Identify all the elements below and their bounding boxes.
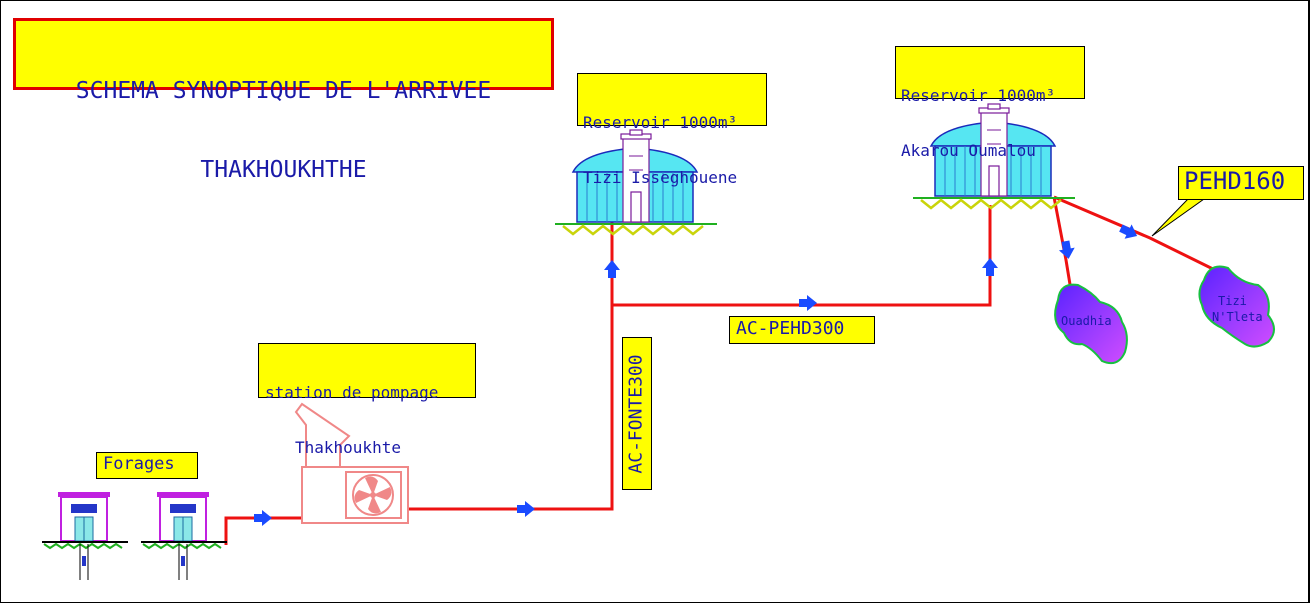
diagram-title: SCHEMA SYNOPTIQUE DE L'ARRIVEE THAKHOUKH…	[13, 18, 554, 183]
pumping-station	[294, 402, 409, 524]
pipe-pehd300-label: AC-PEHD300	[729, 316, 875, 344]
village-ouadhia-label: Ouadhia	[1061, 314, 1112, 328]
boreholes-label: Forages	[96, 452, 198, 479]
village-tizi-ntleta: Tizi N'Tleta	[1198, 265, 1275, 348]
fan-icon	[354, 476, 392, 514]
diagram-title-line2: THAKHOUKHTHE	[200, 157, 367, 184]
pumping-station-name: Thakhoukhte	[295, 437, 401, 457]
pipe-fonte300-label: AC-FONTE300	[622, 337, 652, 490]
village-ouadhia: Ouadhia	[1054, 283, 1128, 365]
reservoir-2-label: Reservoir 1000m³ Akarou Oumalou	[895, 46, 1085, 160]
pipe-boreholes-to-station	[224, 516, 302, 545]
reservoir-1-label: Reservoir 1000m³ Tizi Isseghouene	[577, 73, 767, 187]
pipe-pehd160-label: PEHD160	[1178, 166, 1304, 200]
reservoir-1-name: Tizi Isseghouene	[583, 167, 738, 187]
pipe-pehd300	[612, 205, 992, 307]
village-tizi-ntleta-label-2: N'Tleta	[1212, 310, 1263, 324]
reservoir-2-capacity: Reservoir 1000m³	[901, 85, 1056, 105]
reservoir-1-capacity: Reservoir 1000m³	[583, 112, 738, 132]
reservoir-2-name: Akarou Oumalou	[901, 140, 1036, 160]
pumping-station-label: station de pompage Thakhoukhte	[258, 343, 476, 457]
pipe-pehd160	[1053, 195, 1216, 272]
village-tizi-ntleta-label-1: Tizi	[1218, 294, 1247, 308]
pumping-station-type: station de pompage	[265, 382, 439, 402]
diagram-title-line1: SCHEMA SYNOPTIQUE DE L'ARRIVEE	[75, 77, 492, 104]
